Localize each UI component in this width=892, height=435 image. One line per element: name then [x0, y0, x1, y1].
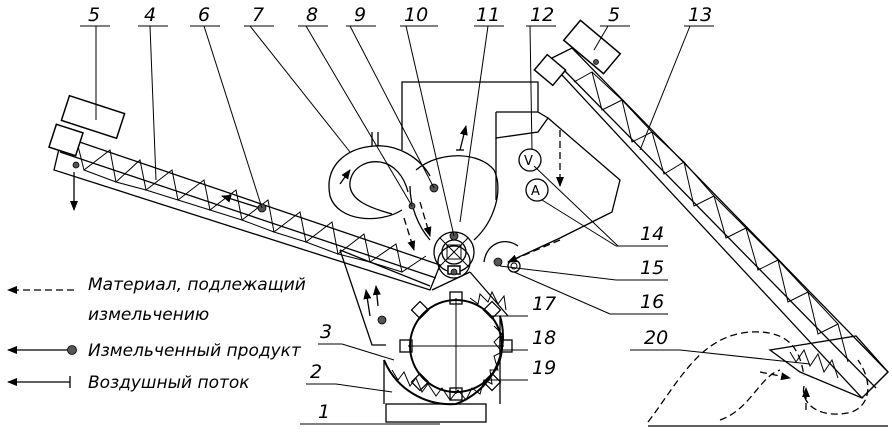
callout-10: 10 [404, 4, 428, 26]
callout-12: 12 [530, 4, 554, 26]
ammeter-label: A [531, 184, 540, 199]
callout-7: 7 [252, 4, 264, 26]
callout-3: 3 [320, 321, 332, 343]
voltmeter-label: V [524, 154, 533, 169]
callout-18: 18 [532, 327, 556, 349]
legend-material-line1: Материал, подлежащий [88, 275, 306, 295]
legend-product: Измельченный продукт [88, 341, 302, 361]
flow-arrows [221, 125, 810, 410]
callout-8: 8 [306, 4, 318, 26]
legend-material-line2: измельчению [88, 305, 209, 325]
callout-numbers: 5 4 6 7 8 9 10 11 12 5 13 14 15 16 17 18… [88, 4, 712, 423]
callout-16: 16 [640, 291, 664, 313]
gauge-panel: V A [518, 148, 549, 202]
right-inclined-conveyor [533, 19, 889, 399]
left-drive-motor [48, 94, 126, 211]
legend-air: Воздушный поток [88, 373, 250, 393]
legend: Материал, подлежащий измельчению Измельч… [7, 275, 306, 393]
callout-17: 17 [532, 293, 556, 315]
callout-20: 20 [644, 327, 668, 349]
receiving-hopper [647, 331, 888, 427]
callout-19: 19 [532, 357, 556, 379]
callout-1: 1 [318, 401, 330, 423]
callout-9: 9 [354, 4, 366, 26]
callout-11: 11 [476, 4, 500, 26]
callout-5-left: 5 [88, 4, 100, 26]
left-screw-conveyor [48, 94, 441, 291]
callout-2: 2 [310, 361, 322, 383]
crusher-rotor [383, 290, 513, 406]
callout-6: 6 [198, 4, 210, 26]
callout-5-right: 5 [608, 4, 620, 26]
callout-13: 13 [688, 4, 712, 26]
callout-15: 15 [640, 257, 664, 279]
leader-lines [80, 25, 811, 425]
base-frame [383, 316, 501, 423]
callout-14: 14 [640, 223, 664, 245]
callout-4: 4 [144, 4, 156, 26]
right-drive-motor [533, 19, 622, 87]
